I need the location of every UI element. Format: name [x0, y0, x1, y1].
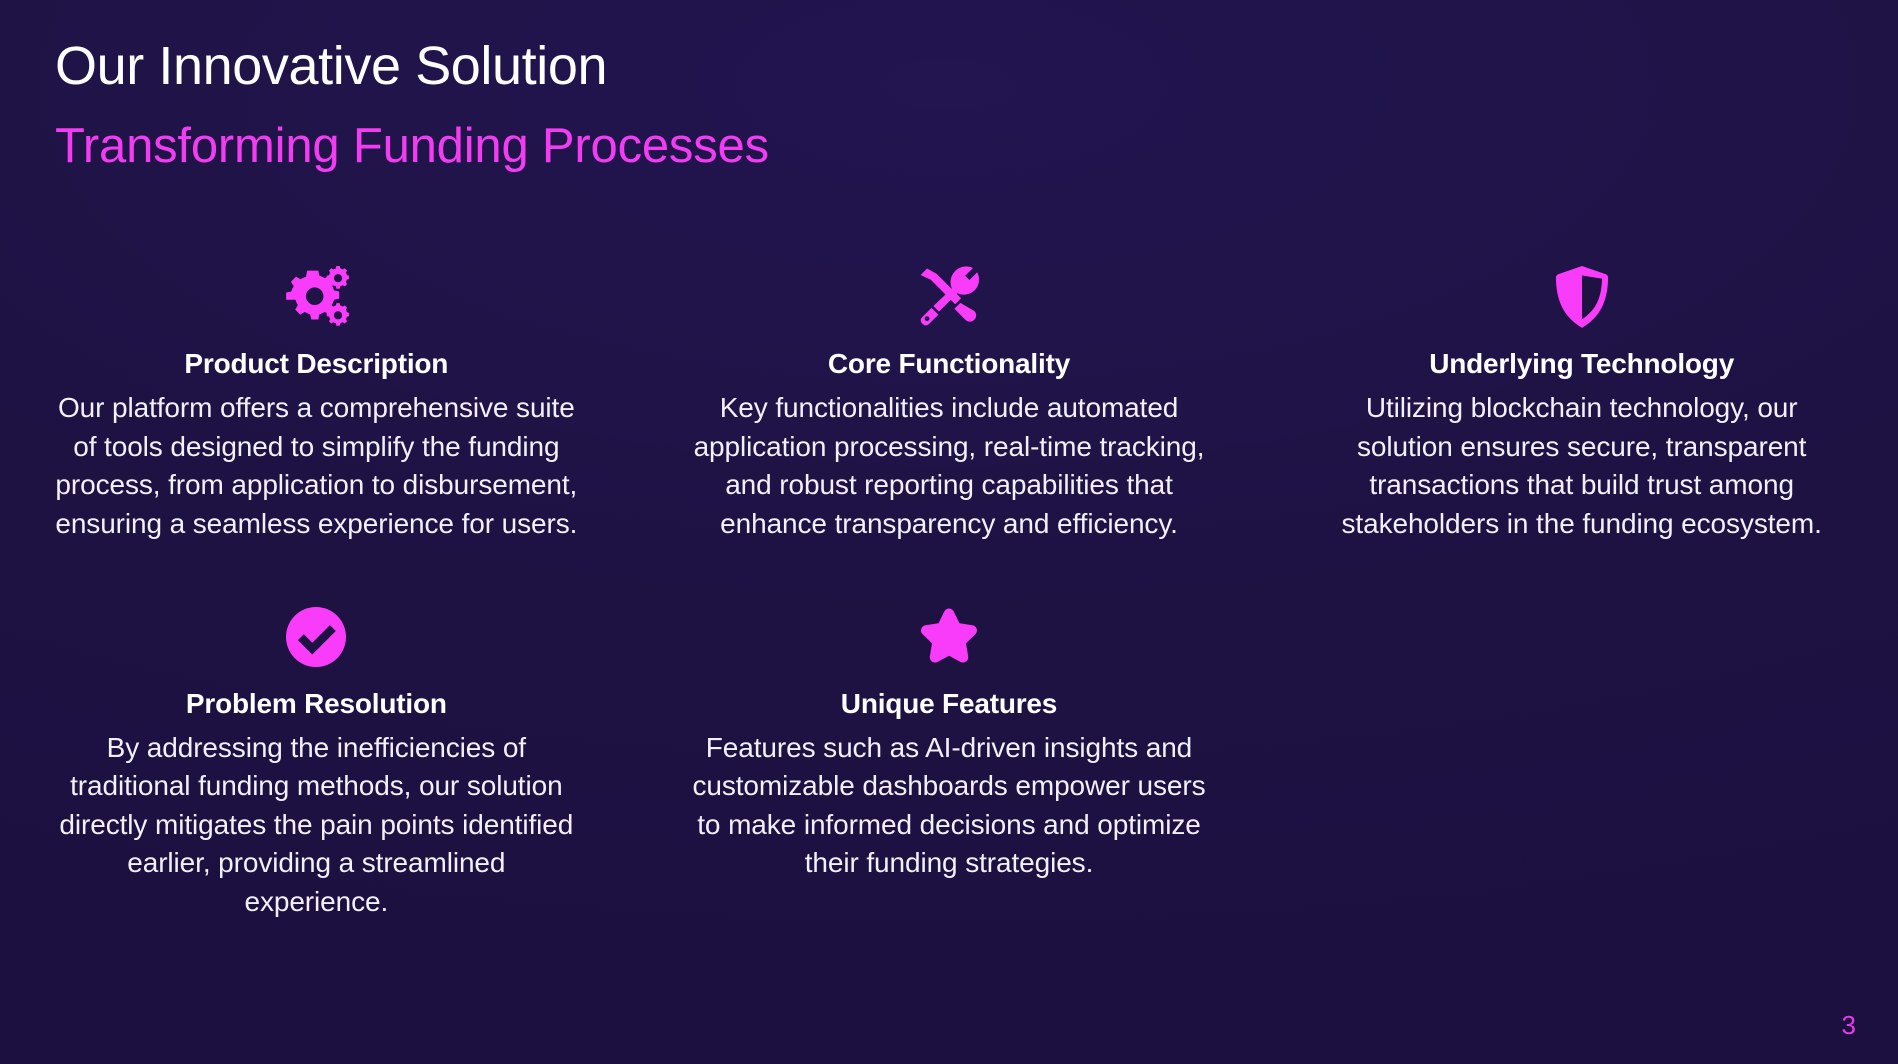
- feature-card-heading: Problem Resolution: [185, 687, 447, 719]
- feature-card-problem-resolution: Problem Resolution By addressing the ine…: [0, 598, 633, 922]
- feature-card-body: Utilizing blockchain technology, our sol…: [1341, 392, 1822, 539]
- feature-card-body: Our platform offers a comprehensive suit…: [55, 392, 578, 539]
- shield-icon: [1319, 258, 1844, 336]
- feature-card-heading: Product Description: [184, 348, 449, 379]
- feature-card-heading: Core Functionality: [827, 348, 1071, 379]
- page-title: Our Innovative Solution: [55, 36, 608, 96]
- feature-card-grid: Product Description Our platform offers …: [0, 258, 1898, 922]
- feature-card-unique-features: Unique Features Features such as AI-driv…: [633, 598, 1266, 922]
- tools-icon: [687, 258, 1212, 336]
- feature-card-core-functionality: Core Functionality Key functionalities i…: [633, 258, 1266, 544]
- cogs-icon: [54, 258, 579, 336]
- slide-header: Our Innovative Solution Transforming Fun…: [55, 38, 1555, 172]
- star-icon: [687, 598, 1212, 676]
- feature-card-heading: Unique Features: [840, 687, 1058, 719]
- feature-card-product-description: Product Description Our platform offers …: [0, 258, 633, 544]
- feature-card-body: Features such as AI-driven insights and …: [692, 731, 1206, 879]
- check-circle-icon: [54, 598, 579, 676]
- feature-card-body: Key functionalities include automated ap…: [693, 392, 1205, 539]
- feature-card-underlying-technology: Underlying Technology Utilizing blockcha…: [1265, 258, 1898, 544]
- feature-card-body: By addressing the inefficiencies of trad…: [59, 731, 574, 918]
- page-subtitle: Transforming Funding Processes: [55, 118, 769, 173]
- page-number: 3: [1841, 1010, 1856, 1040]
- feature-card-heading: Underlying Technology: [1429, 348, 1735, 379]
